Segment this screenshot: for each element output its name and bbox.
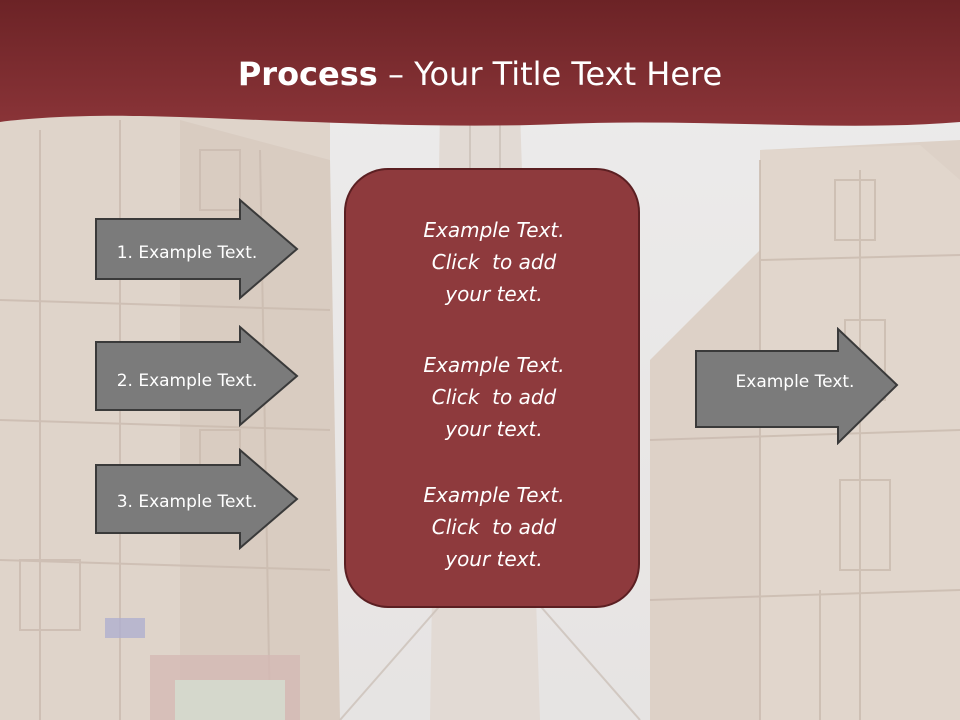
slide-title: Process – Your Title Text Here	[0, 52, 960, 96]
arrow-label-2[interactable]: 2. Example Text.	[116, 371, 258, 391]
arrow-label-right[interactable]: Example Text.	[735, 372, 855, 392]
block-2-line-1: Example Text.	[423, 353, 565, 377]
block-2-line-3: your text.	[445, 417, 543, 441]
arrow-shape-right[interactable]	[694, 327, 900, 445]
header-band	[0, 0, 960, 126]
center-text-block-1[interactable]: Example Text. Click to add your text.	[346, 214, 642, 310]
block-2-line-2: Click to add	[431, 385, 557, 409]
center-content-box[interactable]: Example Text. Click to add your text. Ex…	[344, 168, 640, 608]
center-text-block-2[interactable]: Example Text. Click to add your text.	[346, 349, 642, 445]
title-rest: – Your Title Text Here	[377, 55, 723, 93]
block-3-line-3: your text.	[445, 547, 543, 571]
arrow-shape-2[interactable]	[94, 325, 300, 427]
center-text-block-3[interactable]: Example Text. Click to add your text.	[346, 479, 642, 575]
arrow-label-3[interactable]: 3. Example Text.	[116, 492, 258, 512]
title-bold: Process	[237, 55, 378, 93]
block-3-line-1: Example Text.	[423, 483, 565, 507]
block-3-line-2: Click to add	[431, 515, 557, 539]
arrow-shape-1[interactable]	[94, 198, 300, 300]
block-1-line-1: Example Text.	[423, 218, 565, 242]
block-1-line-3: your text.	[445, 282, 543, 306]
arrow-label-1[interactable]: 1. Example Text.	[116, 243, 258, 263]
arrow-shape-3[interactable]	[94, 448, 300, 550]
block-1-line-2: Click to add	[431, 250, 557, 274]
